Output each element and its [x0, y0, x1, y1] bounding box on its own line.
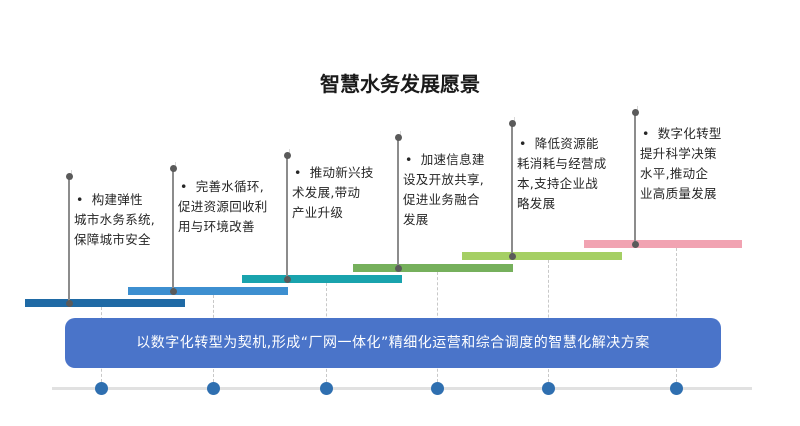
timeline-dot: [95, 382, 108, 395]
step-text-6: • 数字化转型提升科学决策水平,推动企业高质量发展: [640, 124, 722, 204]
step-text-line: 术发展,带动: [292, 183, 374, 203]
pin-head-dot: [394, 134, 402, 141]
step-guide-line: [676, 248, 677, 382]
step-text-content: 构建弹性: [91, 192, 143, 207]
step-text-line: • 数字化转型: [640, 124, 722, 144]
step-text-content: 数字化转型: [657, 126, 722, 141]
step-text-line: 产业升级: [292, 203, 374, 223]
step-text-content: 加速信息建: [420, 152, 485, 167]
bullet-icon: •: [180, 179, 188, 194]
pin-foot-dot: [631, 241, 639, 248]
step-text-content: 保障城市安全: [74, 232, 151, 247]
step-text-content: 产业升级: [292, 205, 344, 220]
step-bar-5: [462, 252, 622, 260]
timeline-dot: [207, 382, 220, 395]
step-text-content: 提升科学决策: [640, 146, 717, 161]
step-pin-line: [634, 112, 636, 242]
step-text-content: 用与环境改善: [178, 219, 255, 234]
bullet-icon: •: [76, 192, 84, 207]
step-text-line: 促进资源回收利: [178, 197, 268, 217]
step-text-line: 提升科学决策: [640, 144, 722, 164]
step-bar-6: [584, 240, 742, 248]
bullet-icon: •: [294, 165, 302, 180]
step-text-line: 水平,推动企: [640, 164, 722, 184]
step-text-line: • 构建弹性: [74, 190, 155, 210]
bullet-icon: •: [405, 152, 413, 167]
step-text-content: 耗消耗与经营成: [517, 156, 607, 171]
step-text-content: 本,支持企业战: [517, 176, 599, 191]
step-text-line: • 降低资源能: [517, 134, 607, 154]
pin-foot-dot: [394, 265, 402, 272]
step-bar-2: [128, 287, 288, 295]
step-text-4: • 加速信息建设及开放共享, 促进业务融合发展: [403, 150, 485, 230]
step-text-2: • 完善水循环, 促进资源回收利用与环境改善: [178, 177, 268, 237]
pin-head-dot: [631, 109, 639, 116]
step-text-line: • 加速信息建: [403, 150, 485, 170]
step-pin-line: [286, 155, 288, 277]
step-text-content: 城市水务系统,: [74, 212, 156, 227]
page-title: 智慧水务发展愿景: [320, 72, 480, 96]
step-text-line: • 推动新兴技: [292, 163, 374, 183]
step-text-content: 发展: [403, 212, 429, 227]
step-text-content: 促进资源回收利: [178, 199, 268, 214]
step-text-content: 降低资源能: [534, 136, 599, 151]
step-pin-line: [68, 176, 70, 301]
step-text-line: 业高质量发展: [640, 184, 722, 204]
bullet-icon: •: [519, 136, 527, 151]
timeline-dot: [670, 382, 683, 395]
pin-foot-dot: [283, 276, 291, 283]
step-text-line: 本,支持企业战: [517, 174, 607, 194]
timeline-dot: [542, 382, 555, 395]
pin-foot-dot: [508, 253, 516, 260]
pin-foot-dot: [65, 300, 73, 307]
step-text-content: 推动新兴技: [309, 165, 374, 180]
step-pin-line: [172, 168, 174, 289]
step-text-5: • 降低资源能耗消耗与经营成本,支持企业战略发展: [517, 134, 607, 214]
step-bar-3: [242, 275, 402, 283]
pin-foot-dot: [169, 288, 177, 295]
step-text-content: 设及开放共享,: [403, 172, 485, 187]
step-text-content: 术发展,带动: [292, 185, 361, 200]
step-text-content: 业高质量发展: [640, 186, 717, 201]
step-pin-line: [511, 123, 513, 254]
pin-head-dot: [508, 120, 516, 127]
pin-head-dot: [283, 152, 291, 159]
step-pin-line: [397, 137, 399, 266]
step-text-line: • 完善水循环,: [178, 177, 268, 197]
step-text-line: 促进业务融合: [403, 190, 485, 210]
timeline-track: [52, 387, 752, 390]
pin-head-dot: [65, 173, 73, 180]
step-text-content: 水平,推动企: [640, 166, 709, 181]
step-text-content: 完善水循环,: [195, 179, 264, 194]
step-bar-4: [353, 264, 513, 272]
step-text-3: • 推动新兴技术发展,带动产业升级: [292, 163, 374, 223]
step-text-content: 略发展: [517, 196, 556, 211]
step-bar-1: [25, 299, 185, 307]
step-text-line: 耗消耗与经营成: [517, 154, 607, 174]
step-text-1: • 构建弹性城市水务系统, 保障城市安全: [74, 190, 155, 250]
step-text-line: 发展: [403, 210, 485, 230]
pin-head-dot: [169, 165, 177, 172]
timeline-dot: [320, 382, 333, 395]
bullet-icon: •: [642, 126, 650, 141]
timeline-dot: [431, 382, 444, 395]
step-text-line: 城市水务系统,: [74, 210, 155, 230]
step-text-line: 保障城市安全: [74, 230, 155, 250]
step-text-content: 促进业务融合: [403, 192, 480, 207]
step-text-line: 设及开放共享,: [403, 170, 485, 190]
step-text-line: 略发展: [517, 194, 607, 214]
summary-banner: 以数字化转型为契机,形成“厂网一体化”精细化运营和综合调度的智慧化解决方案: [65, 318, 721, 368]
step-text-line: 用与环境改善: [178, 217, 268, 237]
